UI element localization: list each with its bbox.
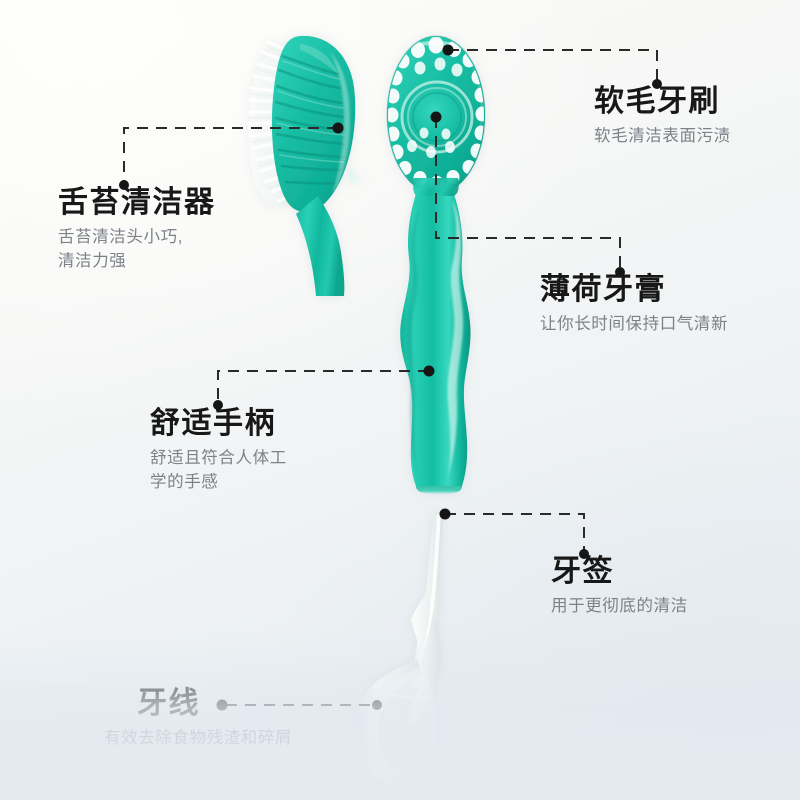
connector-toothpick <box>439 508 589 559</box>
callout-title: 舌苔清洁器 <box>58 186 216 219</box>
callout-title: 薄荷牙膏 <box>540 273 666 306</box>
callout-soft-bristle-brush: 软毛牙刷 软毛清洁表面污渍 <box>594 84 731 149</box>
callout-mint-toothpaste: 薄荷牙膏 让你长时间保持口气清新 <box>540 272 728 337</box>
callout-description: 让你长时间保持口气清新 <box>540 315 729 334</box>
connector-tongue-cleaner <box>119 122 344 190</box>
connector-mint-toothpaste <box>430 111 625 277</box>
callout-title: 舒适手柄 <box>150 407 276 440</box>
callout-description: 舒适且符合人体工 学的手感 <box>150 449 287 491</box>
callout-comfort-handle: 舒适手柄 舒适且符合人体工 学的手感 <box>150 406 287 494</box>
connector-dental-floss <box>216 699 382 711</box>
connector-comfort-handle <box>213 365 435 410</box>
floss-pick <box>353 512 443 787</box>
callout-title: 牙线 <box>137 687 200 720</box>
callout-description: 舌苔清洁头小巧, 清洁力强 <box>58 228 183 270</box>
connector-soft-bristle-brush <box>442 44 662 89</box>
callout-tongue-cleaner: 舌苔清洁器 舌苔清洁头小巧, 清洁力强 <box>58 185 216 273</box>
callout-description: 软毛清洁表面污渍 <box>594 127 731 146</box>
bristle-side-toothbrush <box>246 35 362 296</box>
callout-description: 用于更彻底的清洁 <box>551 597 688 616</box>
callout-description: 有效去除食物残渣和碎屑 <box>104 729 293 748</box>
callout-title: 牙签 <box>551 555 614 588</box>
callout-dental-floss: 牙线 有效去除食物残渣和碎屑 <box>104 686 292 751</box>
callout-title: 软毛牙刷 <box>594 85 720 118</box>
callout-toothpick: 牙签 用于更彻底的清洁 <box>551 554 688 619</box>
